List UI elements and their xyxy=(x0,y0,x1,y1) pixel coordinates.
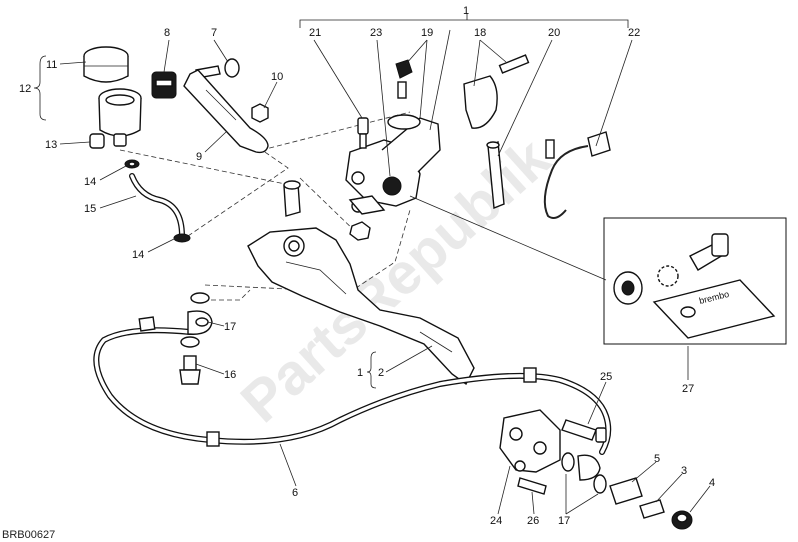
reservoir xyxy=(98,88,142,147)
repair-kit-box xyxy=(603,217,787,345)
bracket-1 xyxy=(299,19,629,28)
master-cylinder xyxy=(345,114,441,215)
callout-14-bottom: 14 xyxy=(132,249,144,261)
callout-labels: 1 1 2 3 4 5 6 7 8 9 10 11 12 13 14 14 15… xyxy=(19,5,715,527)
callout-23: 23 xyxy=(370,27,382,39)
callout-1: 1 xyxy=(463,5,469,17)
reservoir-cap xyxy=(83,46,129,83)
pivot-bush xyxy=(283,180,301,217)
brake-hose xyxy=(93,316,612,455)
banjo-upper xyxy=(180,292,213,348)
brake-lever xyxy=(247,227,475,386)
callout-7: 7 xyxy=(211,27,217,39)
brake-switch-21 xyxy=(357,117,369,149)
callout-18: 18 xyxy=(474,27,486,39)
screw-7 xyxy=(195,58,240,79)
washers-lower xyxy=(561,452,607,494)
handlebar-clamp xyxy=(463,54,530,129)
assembly-dash-lever xyxy=(204,209,411,293)
assembly-dash-left xyxy=(187,111,411,237)
callout-10: 10 xyxy=(271,71,283,83)
callout-20: 20 xyxy=(548,27,560,39)
callout-13: 13 xyxy=(45,139,57,151)
callout-5: 5 xyxy=(654,453,660,465)
callout-14-top: 14 xyxy=(84,176,96,188)
callout-25: 25 xyxy=(600,371,612,383)
screw-3 xyxy=(639,499,665,519)
dust-cap-4 xyxy=(671,510,693,530)
callout-17-upper: 17 xyxy=(224,321,236,333)
callout-1-lever: 1 xyxy=(357,367,363,379)
fitting-13 xyxy=(89,133,105,149)
callout-17-lower: 17 xyxy=(558,515,570,527)
hose-clamp-bottom xyxy=(173,233,191,243)
callout-4: 4 xyxy=(709,477,715,489)
assembly-dash-bolt xyxy=(299,177,361,237)
reservoir-hose xyxy=(129,173,185,239)
callout-27: 27 xyxy=(682,383,694,395)
reservoir-bracket xyxy=(183,69,269,154)
spacer-20 xyxy=(486,141,505,209)
brace-1-2 xyxy=(366,351,377,389)
callout-8: 8 xyxy=(164,27,170,39)
rubber-grommet xyxy=(151,71,177,99)
callout-2: 2 xyxy=(378,367,384,379)
callout-16: 16 xyxy=(224,369,236,381)
callout-9: 9 xyxy=(196,151,202,163)
bolt-26 xyxy=(517,477,547,495)
nut-10 xyxy=(251,103,269,123)
callout-15: 15 xyxy=(84,203,96,215)
callout-26: 26 xyxy=(527,515,539,527)
bleed-nipple-5 xyxy=(609,477,643,505)
callout-11: 11 xyxy=(46,59,57,71)
callout-6: 6 xyxy=(292,487,298,499)
brace-12 xyxy=(33,55,47,121)
callout-24: 24 xyxy=(490,515,502,527)
leader-lines xyxy=(59,29,711,515)
nut-lower xyxy=(349,221,371,241)
callout-12: 12 xyxy=(19,83,31,95)
bolt-25 xyxy=(561,419,607,443)
slave-cylinder xyxy=(499,409,561,473)
switch-wire xyxy=(543,131,611,219)
drawing-code: BRB00627 xyxy=(2,529,55,541)
callout-19: 19 xyxy=(421,27,433,39)
callout-3: 3 xyxy=(681,465,687,477)
bleed-screw xyxy=(395,59,413,99)
callout-21: 21 xyxy=(309,27,321,39)
banjo-bolt-16 xyxy=(179,355,201,385)
assembly-dash-banjo xyxy=(195,289,251,301)
callout-22: 22 xyxy=(628,27,640,39)
hose-clamp-top xyxy=(124,159,140,169)
assembly-dash-reservoir xyxy=(119,149,291,186)
